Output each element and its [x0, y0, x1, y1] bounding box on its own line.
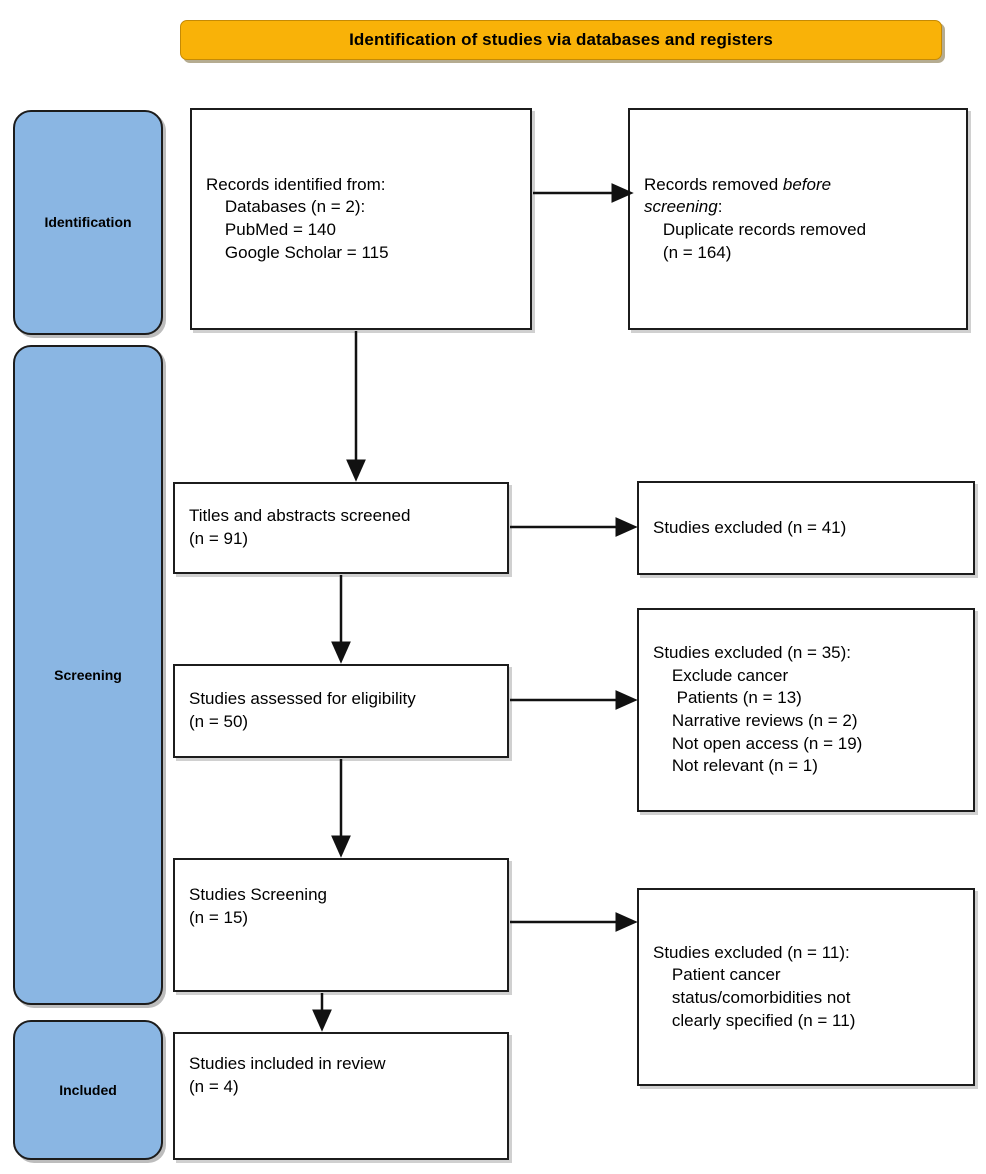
phase-band-included: Included [13, 1020, 163, 1160]
diagram-header-banner: Identification of studies via databases … [180, 20, 942, 60]
node-assessed-eligibility: Studies assessed for eligibility (n = 50… [173, 664, 509, 758]
studies-excluded-35-line6: Not relevant (n = 1) [653, 756, 818, 776]
node-records-removed-text: Records removed before screening: Duplic… [630, 174, 966, 264]
studies-excluded-11-line3: status/comorbidities not [653, 988, 851, 1007]
records-identified-line3: PubMed = 140 [206, 220, 336, 239]
node-included-review-text: Studies included in review (n = 4) [175, 1053, 507, 1098]
studies-excluded-35-line5: Not open access (n = 19) [653, 733, 863, 753]
records-removed-line3: Duplicate records removed [644, 220, 867, 239]
records-removed-line4: (n = 164) [644, 242, 732, 262]
records-removed-line1-italic: before [782, 174, 832, 194]
node-studies-screening-text: Studies Screening (n = 15) [175, 884, 507, 929]
node-assessed-eligibility-text: Studies assessed for eligibility (n = 50… [175, 688, 507, 733]
diagram-title: Identification of studies via databases … [349, 30, 773, 49]
node-studies-excluded-41: Studies excluded (n = 41) [637, 481, 975, 575]
node-titles-screened-text: Titles and abstracts screened (n = 91) [175, 505, 507, 550]
phase-band-identification-label: Identification [44, 214, 132, 231]
studies-excluded-41-line1: Studies excluded (n = 41) [653, 517, 847, 537]
studies-excluded-35-line1: Studies excluded (n = 35): [653, 643, 851, 663]
studies-excluded-35-line3: Patients (n = 13) [653, 688, 802, 708]
records-removed-line2-italic: screening [644, 197, 718, 217]
node-studies-screening: Studies Screening (n = 15) [173, 858, 509, 992]
phase-band-included-label: Included [59, 1081, 117, 1098]
phase-band-screening: Screening [13, 345, 163, 1005]
node-studies-excluded-41-text: Studies excluded (n = 41) [639, 517, 973, 540]
studies-excluded-11-line2: Patient cancer [653, 965, 781, 985]
records-identified-line2: Databases (n = 2): [206, 197, 366, 217]
node-records-identified-text: Records identified from: Databases (n = … [192, 174, 530, 264]
titles-screened-line1: Titles and abstracts screened [189, 506, 411, 526]
included-review-line2: (n = 4) [189, 1077, 239, 1096]
studies-excluded-35-line4: Narrative reviews (n = 2) [653, 711, 858, 730]
node-studies-excluded-11: Studies excluded (n = 11): Patient cance… [637, 888, 975, 1086]
records-identified-line4: Google Scholar = 115 [206, 242, 389, 262]
node-records-identified: Records identified from: Databases (n = … [190, 108, 532, 330]
studies-excluded-35-line2: Exclude cancer [653, 665, 789, 685]
node-titles-screened: Titles and abstracts screened (n = 91) [173, 482, 509, 574]
node-studies-excluded-11-text: Studies excluded (n = 11): Patient cance… [639, 942, 973, 1032]
studies-excluded-11-line1: Studies excluded (n = 11): [653, 942, 850, 962]
phase-band-identification: Identification [13, 110, 163, 335]
node-studies-excluded-35: Studies excluded (n = 35): Exclude cance… [637, 608, 975, 812]
node-records-removed: Records removed before screening: Duplic… [628, 108, 968, 330]
studies-screening-line2: (n = 15) [189, 908, 249, 927]
studies-screening-line1: Studies Screening [189, 885, 327, 905]
assessed-eligibility-line1: Studies assessed for eligibility [189, 689, 416, 709]
included-review-line1: Studies included in review [189, 1054, 386, 1074]
phase-band-screening-label: Screening [54, 666, 122, 683]
titles-screened-line2: (n = 91) [189, 529, 249, 548]
node-studies-excluded-35-text: Studies excluded (n = 35): Exclude cance… [639, 642, 973, 778]
records-removed-line1-prefix: Records removed [644, 174, 783, 194]
node-included-review: Studies included in review (n = 4) [173, 1032, 509, 1160]
records-removed-line2-suffix: : [717, 197, 723, 217]
records-identified-line1: Records identified from: [206, 174, 386, 194]
assessed-eligibility-line2: (n = 50) [189, 712, 249, 731]
studies-excluded-11-line4: clearly specified (n = 11) [653, 1010, 856, 1030]
